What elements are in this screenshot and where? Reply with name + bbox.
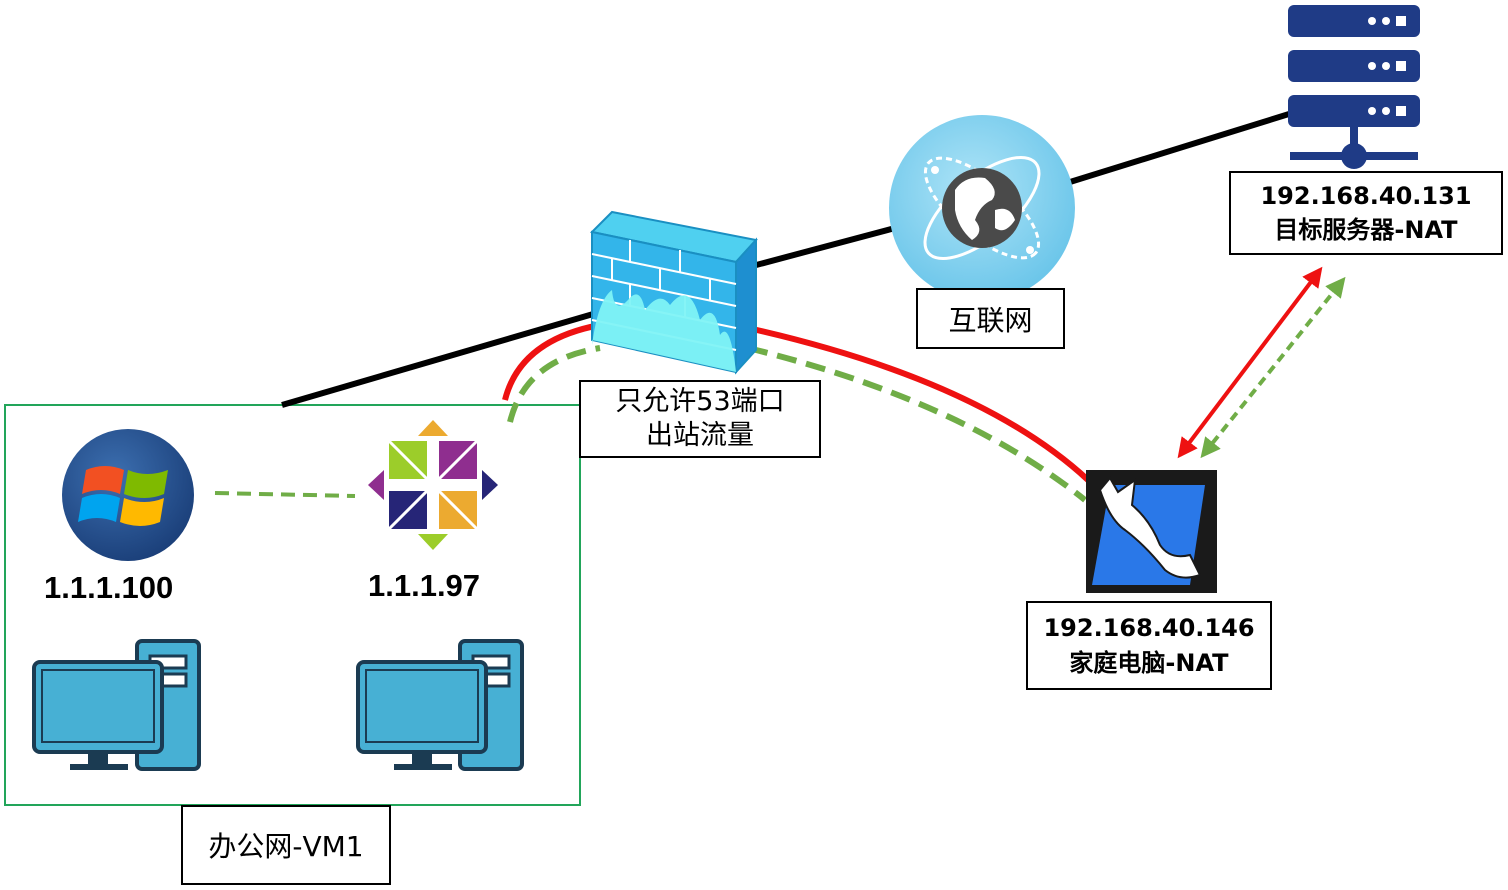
host-link-dashed bbox=[214, 491, 356, 498]
office-network-label: 办公网-VM1 bbox=[181, 805, 391, 885]
red-double-arrow bbox=[1177, 266, 1323, 459]
target-server-label: 192.168.40.131 目标服务器-NAT bbox=[1229, 171, 1503, 255]
home-pc-name: 家庭电脑-NAT bbox=[1069, 648, 1229, 677]
host-ip-centos: 1.1.1.97 bbox=[368, 568, 481, 603]
office-network-label-text: 办公网-VM1 bbox=[208, 830, 364, 863]
firewall-icon bbox=[589, 210, 758, 375]
dns-tunnel-green-path bbox=[507, 345, 1087, 503]
network-link-internet-server bbox=[1069, 102, 1319, 185]
network-link-office-firewall bbox=[281, 309, 601, 408]
centos-logo-icon bbox=[368, 420, 498, 550]
target-server-ip: 192.168.40.131 bbox=[1260, 182, 1472, 210]
firewall-rule-line2: 出站流量 bbox=[646, 420, 754, 451]
home-pc-label: 192.168.40.146 家庭电脑-NAT bbox=[1026, 601, 1272, 690]
desktop-computer-icon bbox=[32, 639, 201, 771]
dnscat-tool-icon bbox=[1086, 470, 1217, 593]
windows-logo-icon bbox=[62, 429, 194, 561]
dns-tunnel-red-path bbox=[502, 322, 1091, 483]
network-link-firewall-internet bbox=[744, 225, 896, 271]
internet-label-text: 互联网 bbox=[948, 303, 1033, 337]
home-pc-ip: 192.168.40.146 bbox=[1043, 613, 1255, 642]
internet-label: 互联网 bbox=[916, 288, 1065, 349]
green-double-arrow bbox=[1200, 276, 1346, 459]
server-rack-icon bbox=[1288, 5, 1420, 169]
firewall-rule-label: 只允许53端口 出站流量 bbox=[579, 380, 821, 458]
globe-icon bbox=[889, 115, 1075, 301]
host-ip-windows: 1.1.1.100 bbox=[44, 570, 174, 605]
firewall-rule-line1: 只允许53端口 bbox=[615, 386, 785, 417]
desktop-computer-icon bbox=[356, 639, 524, 771]
target-server-name: 目标服务器-NAT bbox=[1274, 216, 1458, 244]
